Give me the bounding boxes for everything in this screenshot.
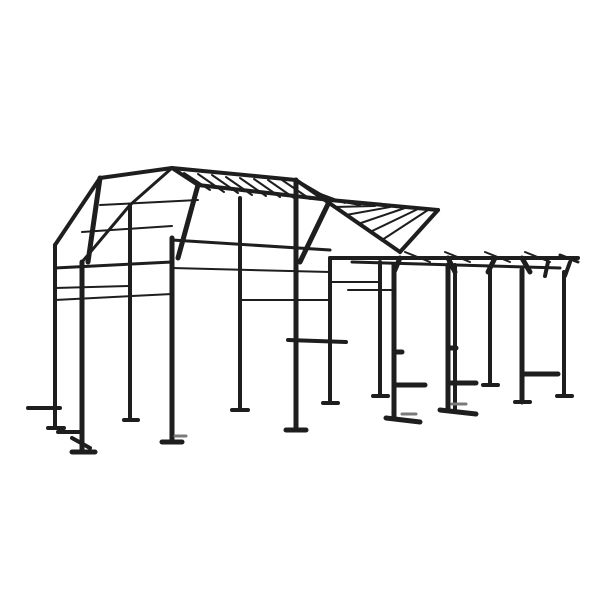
right-section (328, 251, 580, 425)
base-plates (173, 402, 468, 438)
rig-frame (26, 166, 580, 455)
left-section (26, 166, 201, 455)
center-roof (170, 166, 440, 433)
